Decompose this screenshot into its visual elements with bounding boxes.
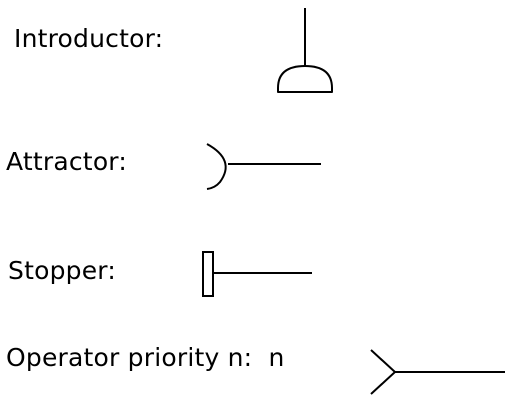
operator-label: Operator priority n: bbox=[6, 343, 253, 372]
attractor-symbol-icon bbox=[206, 143, 321, 190]
stopper-label: Stopper: bbox=[8, 256, 116, 285]
introductor-symbol-icon bbox=[277, 8, 333, 93]
operator-symbol-icon bbox=[370, 349, 505, 395]
attractor-label: Attractor: bbox=[6, 147, 127, 176]
stopper-symbol-icon bbox=[202, 251, 312, 297]
operator-priority-label: n bbox=[268, 343, 285, 372]
introductor-label: Introductor: bbox=[14, 24, 164, 53]
